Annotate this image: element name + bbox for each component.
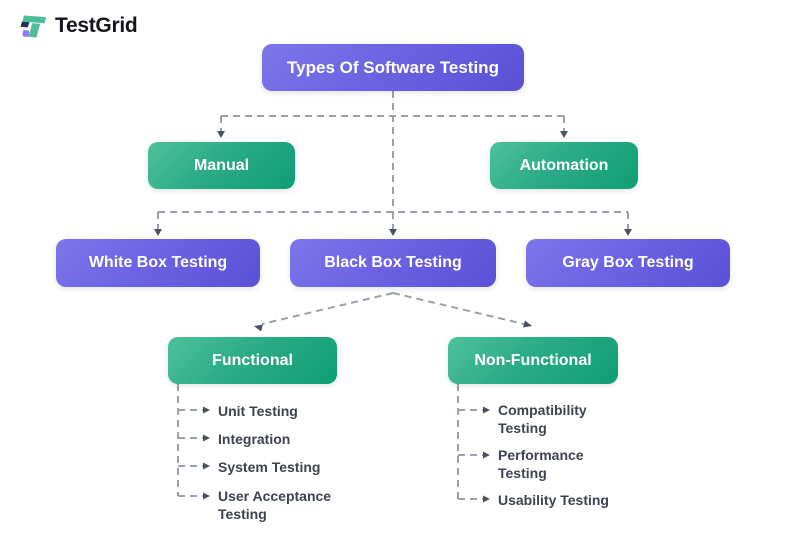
leaf-user-acceptance-testing: User Acceptance Testing xyxy=(218,488,332,522)
node-black-box-testing: Black Box Testing xyxy=(290,239,496,287)
node-types-of-software-testing: Types Of Software Testing xyxy=(262,44,524,91)
leaf-system-testing: System Testing xyxy=(218,459,321,475)
leaf-compatibility-testing: Compatibility Testing xyxy=(498,402,587,436)
node-label: White Box Testing xyxy=(88,254,228,271)
leaf-usability-testing: Usability Testing xyxy=(498,492,609,508)
testgrid-logo: TestGrid xyxy=(20,12,138,39)
node-label: Black Box Testing xyxy=(324,254,462,271)
node-label: Gray Box Testing xyxy=(562,254,694,271)
node-non-functional: Non-Functional xyxy=(448,337,618,384)
leaf-unit-testing: Unit Testing xyxy=(218,403,298,419)
node-gray-box-testing: Gray Box Testing xyxy=(526,239,730,287)
node-label: Automation xyxy=(519,156,609,174)
node-label: Functional xyxy=(212,351,293,369)
testgrid-logo-icon xyxy=(20,15,47,38)
node-label: Non-Functional xyxy=(474,351,592,369)
node-label: Types Of Software Testing xyxy=(287,57,499,77)
brand-name: TestGrid xyxy=(55,13,138,37)
node-functional: Functional xyxy=(168,337,337,384)
node-automation: Automation xyxy=(490,142,638,189)
node-manual: Manual xyxy=(148,142,295,189)
node-white-box-testing: White Box Testing xyxy=(56,239,260,287)
node-label: Manual xyxy=(193,156,250,174)
leaf-performance-testing: Performance Testing xyxy=(498,447,584,481)
leaf-integration: Integration xyxy=(218,431,291,447)
